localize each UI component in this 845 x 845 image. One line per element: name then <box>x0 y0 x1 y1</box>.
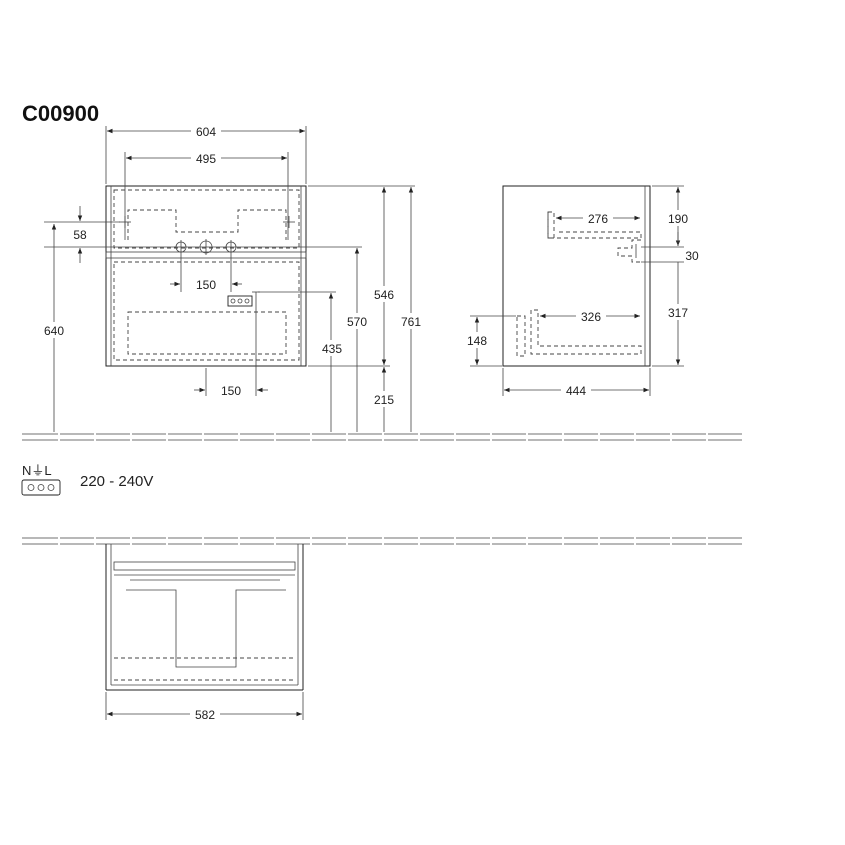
product-code-title: C00900 <box>22 101 99 126</box>
front-socket-box <box>227 291 260 307</box>
front-pipe-connections <box>119 216 295 255</box>
front-cabinet-outline <box>105 185 307 367</box>
dim-offset-top: 58 <box>73 228 87 242</box>
front-upper-inner-dashed <box>113 189 300 249</box>
dim-height-floor: 215 <box>374 393 394 407</box>
dim-socket-spacing: 150 <box>221 384 241 398</box>
front-inner-drawer-dashed <box>127 311 287 355</box>
front-view <box>105 185 307 367</box>
top-siphon-cutout <box>126 589 286 668</box>
floor-line-upper <box>22 433 742 441</box>
dim-pipe-spacing: 150 <box>196 278 216 292</box>
dim-depth-upper: 276 <box>588 212 608 226</box>
floor-line-lower <box>22 537 742 545</box>
front-drawer-inner-dashed <box>113 261 300 361</box>
dim-height-drain: 570 <box>347 315 367 329</box>
dim-width-inner: 495 <box>196 152 216 166</box>
side-upper-shelf-dashed <box>547 212 642 239</box>
dim-height-leg: 148 <box>467 334 487 348</box>
dim-height-lower: 317 <box>668 306 688 320</box>
side-pipe-dashed <box>617 239 641 263</box>
side-dimensions: 276 326 444 190 30 317 148 <box>463 185 699 398</box>
dim-height-total: 761 <box>401 315 421 329</box>
dim-height-body: 546 <box>374 288 394 302</box>
side-leg-dashed <box>516 315 526 357</box>
dim-height-gap: 30 <box>685 249 699 263</box>
electrical-symbol: N⏚L <box>21 463 61 496</box>
socket-icon <box>21 479 61 496</box>
front-dimensions: 604 495 58 640 150 150 435 <box>40 123 425 432</box>
voltage-label: 220 - 240V <box>80 473 153 490</box>
top-view <box>105 544 304 691</box>
dim-top-width: 582 <box>195 708 215 722</box>
dim-depth-lower: 326 <box>581 310 601 324</box>
front-siphon-cutout <box>127 209 287 240</box>
dim-width-outer: 604 <box>196 125 216 139</box>
side-lower-drawer-dashed <box>530 309 642 355</box>
dim-depth-total: 444 <box>566 384 586 398</box>
side-cabinet-outline <box>502 185 651 367</box>
side-view <box>502 185 651 367</box>
dim-height-socket: 435 <box>322 342 342 356</box>
top-back-rail <box>113 561 296 571</box>
terminal-labels: N⏚L <box>22 463 52 478</box>
dim-height-upper: 190 <box>668 212 688 226</box>
top-dimensions: 582 <box>105 692 304 722</box>
dim-height-supply: 640 <box>44 324 64 338</box>
